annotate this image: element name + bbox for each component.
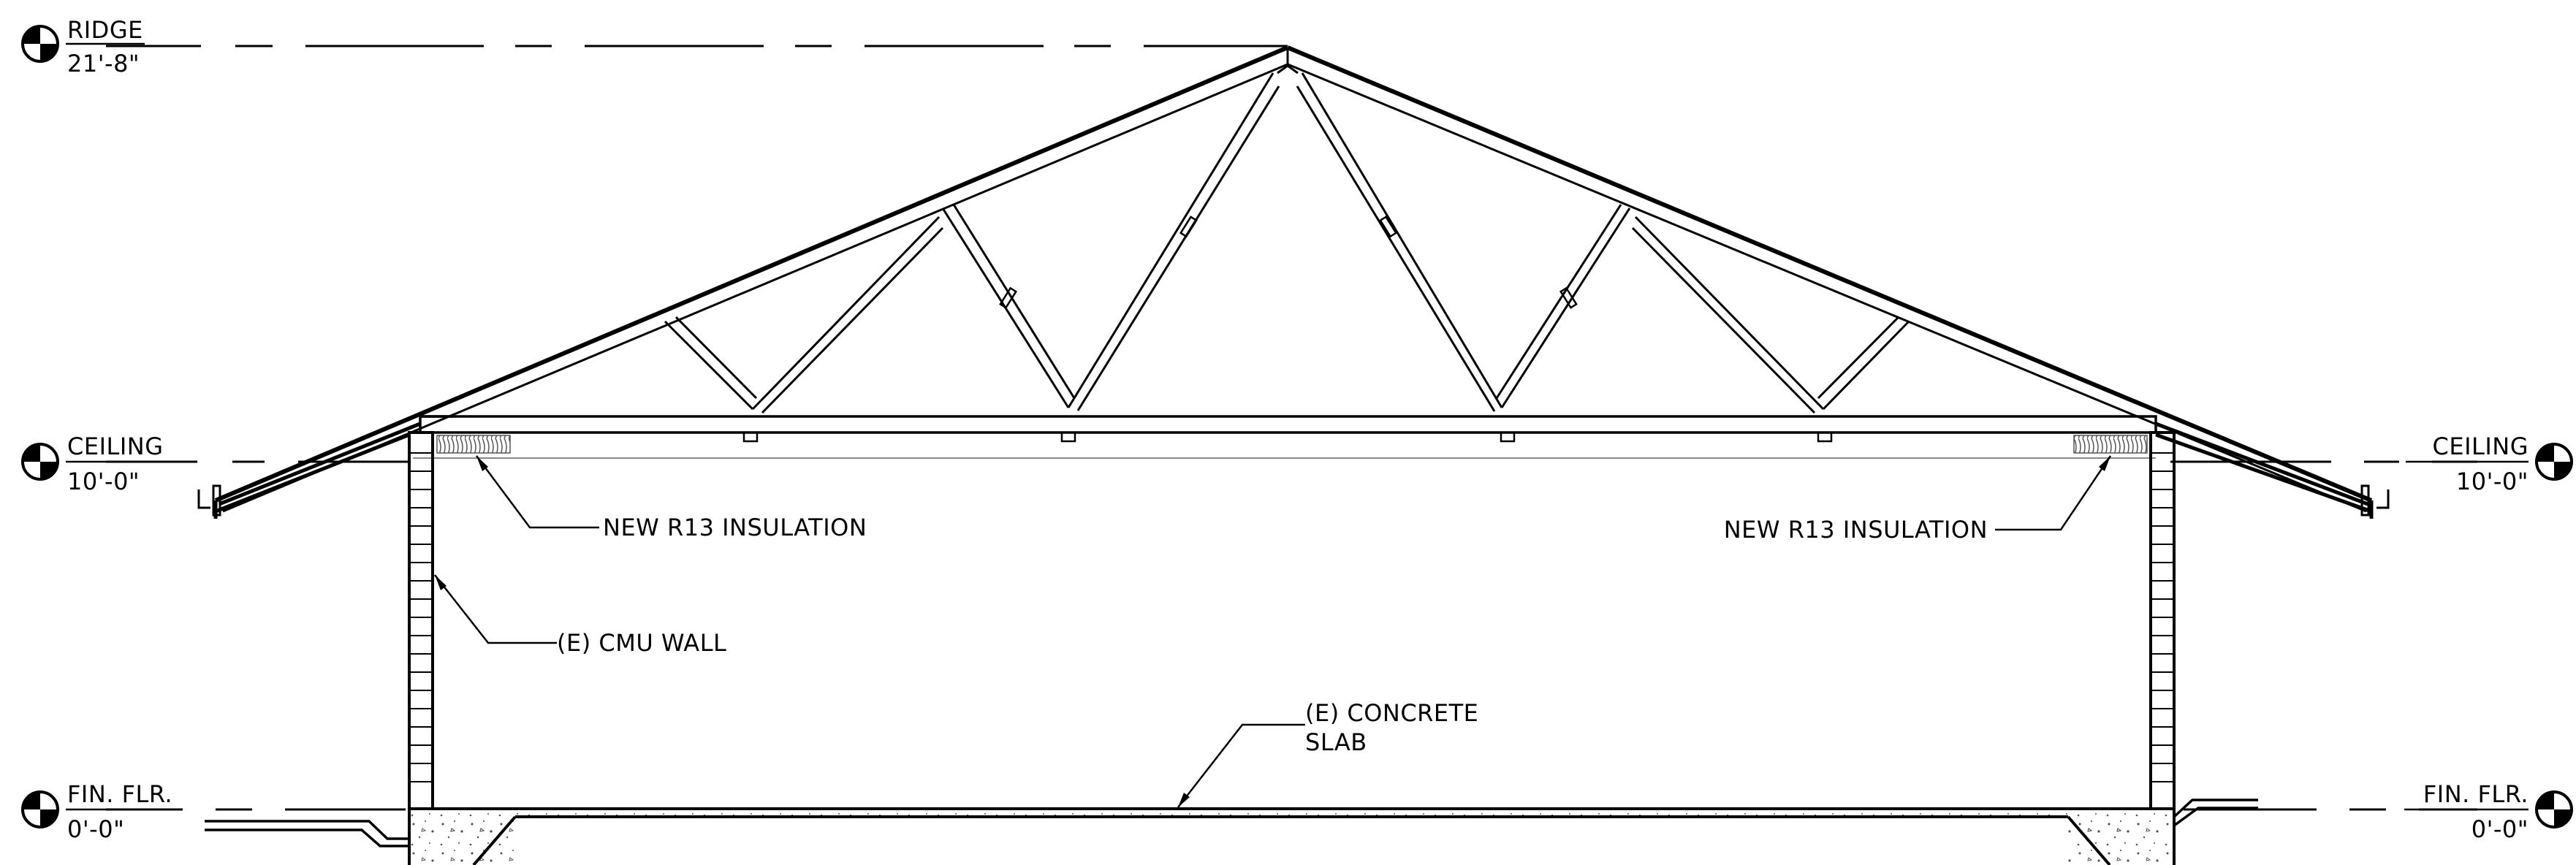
truss-webs <box>664 72 1910 414</box>
elevation-target-icon <box>21 443 59 481</box>
roof-truss <box>214 45 2373 513</box>
slab-callout: (E) CONCRETE SLAB <box>1177 699 1478 808</box>
ridge-elevation-name: RIDGE <box>67 16 143 44</box>
exterior-grade-left <box>205 820 409 847</box>
ceiling-elevation-marker-right: CEILING 10'-0" <box>2406 432 2573 495</box>
floor-elevation-marker-left: FIN. FLR. 0'-0" <box>21 780 179 843</box>
insulation-callout-left: NEW R13 INSULATION <box>475 455 867 541</box>
elevation-target-icon <box>2535 443 2573 481</box>
ceiling-elevation-name-left: CEILING <box>67 432 164 460</box>
ridge-elevation-marker: RIDGE 21'-8" <box>21 16 145 77</box>
roof-overhang-left <box>197 422 421 519</box>
cmu-wall-left <box>408 431 434 810</box>
ceiling-elevation-value-right: 10'-0" <box>2456 468 2528 495</box>
cmu-wall-right <box>2149 431 2176 810</box>
ceiling-elevation-marker-left: CEILING 10'-0" <box>21 432 164 495</box>
roof-overhang-right <box>2155 422 2390 519</box>
exterior-grade-right <box>2173 799 2258 827</box>
top-chord-right-outer <box>1286 45 2373 503</box>
insulation-batt-right <box>2073 435 2148 454</box>
ridge-elevation-value: 21'-8" <box>67 50 140 77</box>
concrete-slab <box>408 807 2176 865</box>
insulation-batt-left <box>436 435 511 454</box>
gusset-plates <box>742 216 1833 443</box>
cmu-wall-label: (E) CMU WALL <box>557 629 726 657</box>
floor-elevation-marker-right: FIN. FLR. 0'-0" <box>2404 780 2573 843</box>
ceiling-elevation-value-left: 10'-0" <box>67 468 140 495</box>
insulation-callout-right: NEW R13 INSULATION <box>1724 455 2112 544</box>
floor-elevation-value-left: 0'-0" <box>67 815 124 843</box>
slab-label-line1: (E) CONCRETE <box>1305 699 1478 727</box>
cmu-wall-callout: (E) CMU WALL <box>434 574 726 657</box>
elevation-target-icon <box>21 790 59 828</box>
ceiling-elevation-name-right: CEILING <box>2433 432 2529 460</box>
insulation-label-left: NEW R13 INSULATION <box>603 514 867 541</box>
elevation-target-icon <box>21 25 59 63</box>
floor-elevation-name-right: FIN. FLR. <box>2423 780 2528 808</box>
slab-label-line2: SLAB <box>1305 728 1367 756</box>
top-chord-right-inner <box>1287 63 2367 513</box>
insulation-label-right: NEW R13 INSULATION <box>1724 516 1988 544</box>
floor-elevation-name-left: FIN. FLR. <box>67 780 172 808</box>
bottom-chord <box>419 415 2157 434</box>
elevation-target-icon <box>2535 790 2573 828</box>
top-chord-left-outer <box>214 45 1289 503</box>
floor-elevation-value-right: 0'-0" <box>2471 815 2528 843</box>
